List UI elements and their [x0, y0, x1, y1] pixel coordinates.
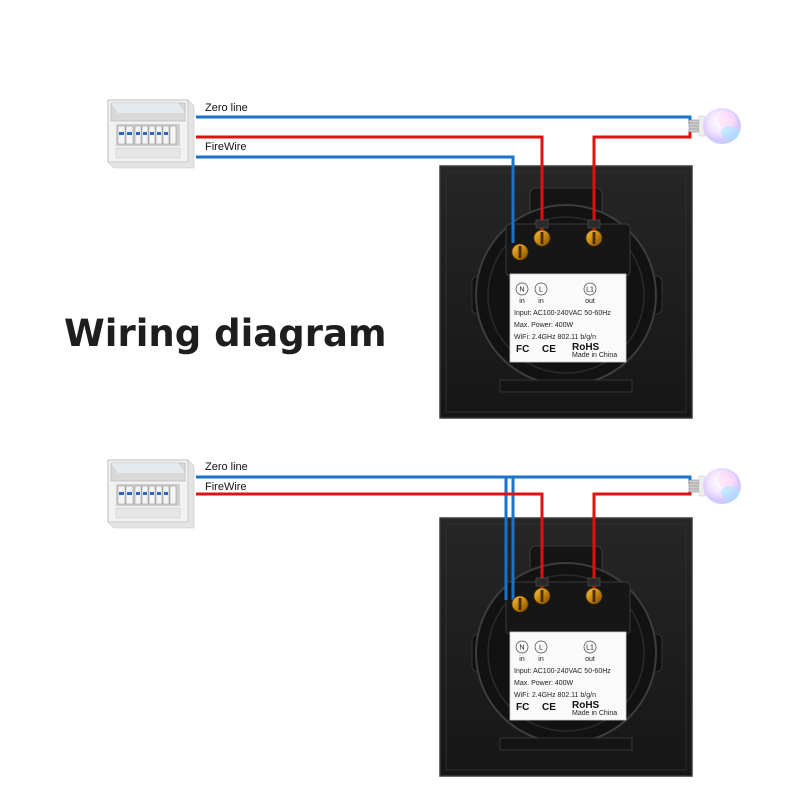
spec-wifi: WiFi: 2.4GHz 802.11 b/g/n	[514, 334, 596, 341]
terminal-l1-screw	[585, 229, 603, 247]
terminal-l1-out-label: out	[585, 656, 595, 663]
wiring-diagram-1: N in L in L1 out Input: AC100-240VAC 50-…	[107, 99, 742, 419]
wiring-diagram-2: N in L in L1 out Input: AC100-240VAC 50-…	[107, 459, 742, 777]
light-bulb	[688, 107, 742, 145]
spec-input: Input: AC100-240VAC 50-60Hz	[514, 310, 611, 317]
rohs-mark: RoHS	[572, 342, 600, 353]
firewire-label: FireWire	[205, 141, 247, 153]
terminal-l1-label: L1	[586, 645, 594, 652]
fc-mark: FC	[516, 344, 529, 355]
light-bulb	[688, 467, 742, 505]
zero-line-label: Zero line	[205, 102, 248, 114]
terminal-n-label: N	[519, 287, 524, 294]
distribution-box	[107, 99, 195, 169]
switch-spec-label: N in L in L1 out Input: AC100-240VAC 50-…	[509, 273, 627, 363]
spec-power: Max. Power: 400W	[514, 322, 574, 329]
spec-input: Input: AC100-240VAC 50-60Hz	[514, 668, 611, 675]
terminal-l1-screw	[585, 587, 603, 605]
fire-wire	[196, 491, 692, 588]
ce-mark: CE	[542, 344, 556, 355]
page-title: Wiring diagram	[64, 312, 387, 355]
terminal-l-in-label: in	[538, 656, 544, 663]
terminal-l-screw	[533, 587, 551, 605]
terminal-l1-out-label: out	[585, 298, 595, 305]
firewire-label: FireWire	[205, 481, 247, 493]
zero-line-label: Zero line	[205, 461, 248, 473]
made-in-label: Made in China	[572, 710, 617, 717]
distribution-box	[107, 459, 195, 529]
terminal-n-screw	[511, 595, 529, 613]
terminal-n-screw	[511, 243, 529, 261]
terminal-n-in-label: in	[519, 656, 525, 663]
terminal-l-label: L	[539, 287, 543, 294]
fire-wire	[196, 131, 692, 230]
rohs-mark: RoHS	[572, 700, 600, 711]
ce-mark: CE	[542, 702, 556, 713]
fc-mark: FC	[516, 702, 529, 713]
terminal-l-screw	[533, 229, 551, 247]
terminal-n-label: N	[519, 645, 524, 652]
spec-wifi: WiFi: 2.4GHz 802.11 b/g/n	[514, 692, 596, 699]
terminal-l-in-label: in	[538, 298, 544, 305]
spec-power: Max. Power: 400W	[514, 680, 574, 687]
made-in-label: Made in China	[572, 352, 617, 359]
terminal-l-label: L	[539, 645, 543, 652]
switch-spec-label: N in L in L1 out Input: AC100-240VAC 50-…	[509, 631, 627, 721]
terminal-n-in-label: in	[519, 298, 525, 305]
terminal-l1-label: L1	[586, 287, 594, 294]
